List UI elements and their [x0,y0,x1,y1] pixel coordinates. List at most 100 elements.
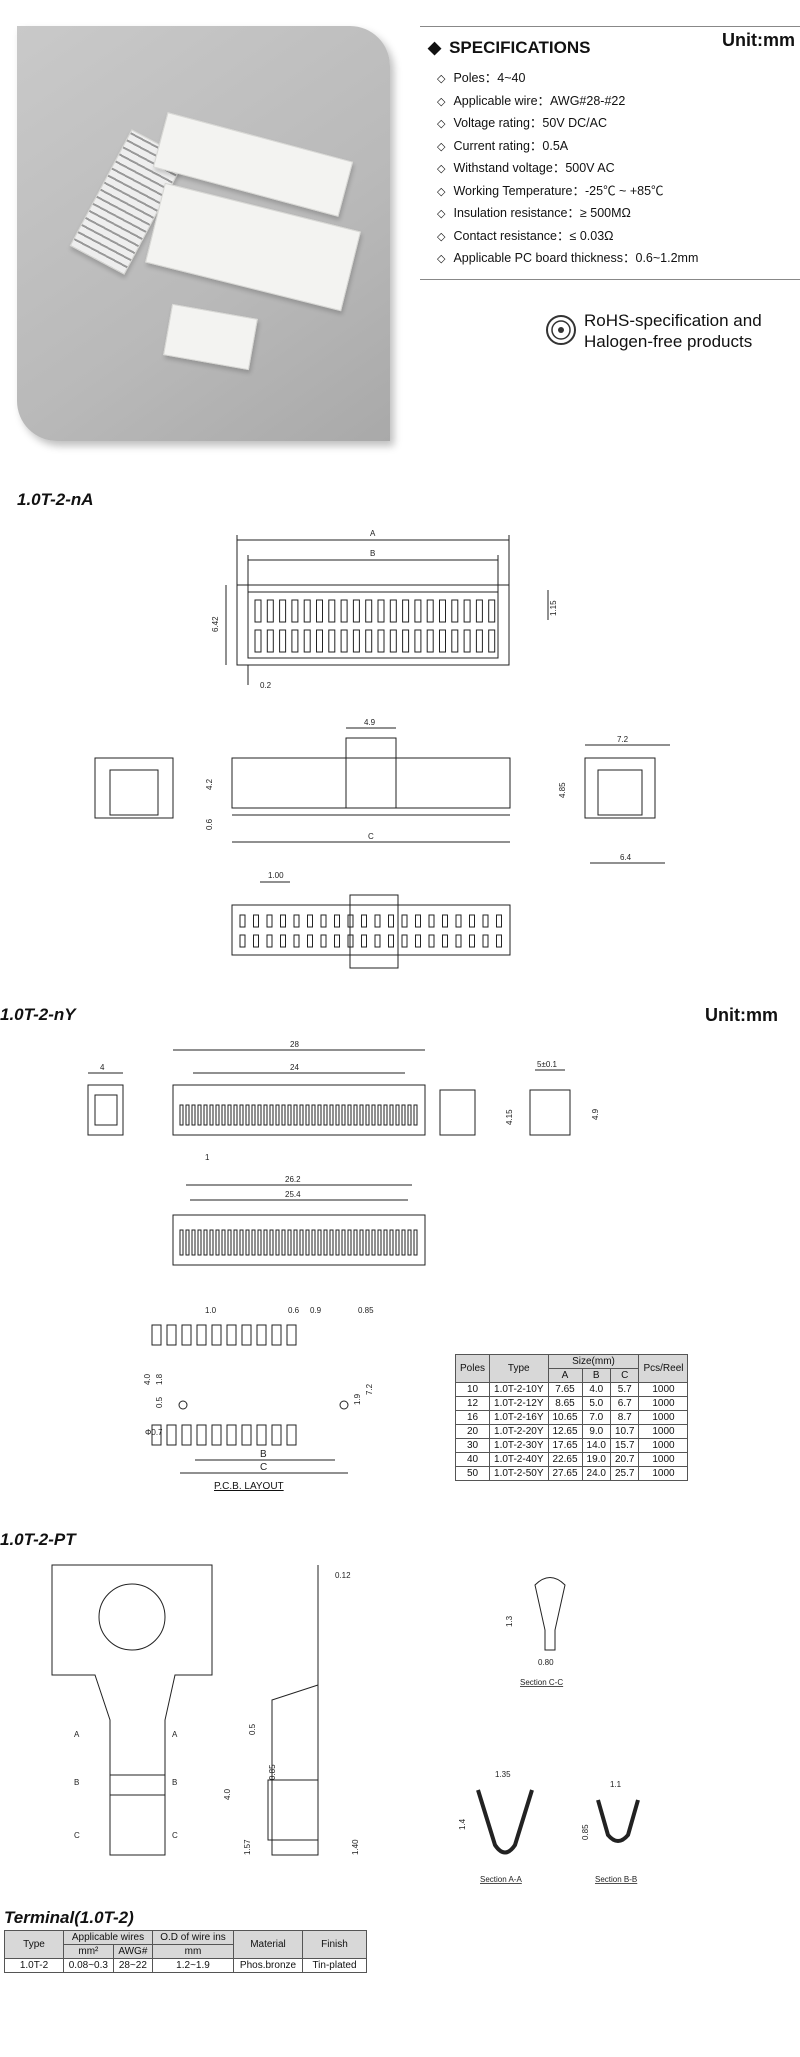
pin [451,599,459,623]
pin [215,1104,220,1126]
pcb-dim-dia: Φ0.7 [145,1428,163,1437]
pin [245,1104,250,1126]
pin [347,914,354,928]
pin [269,1229,274,1256]
drawing-na: A B 6.42 1.15 0.2 4.9 4.2 0.6 C 7.2 4.85… [94,529,670,969]
dim-254: 25.4 [285,1190,301,1199]
table-cell: 17.65 [547,1438,583,1453]
table-cell: 40 [454,1452,491,1467]
terminal-table: Type Applicable wires O.D of wire ins Ma… [4,1930,367,1973]
pin [257,1229,262,1256]
table-cell: 1000 [638,1396,689,1411]
table-cell: 22.65 [547,1452,583,1467]
pin [227,1229,232,1256]
pin [197,1229,202,1256]
table-cell: 9.0 [581,1424,612,1439]
pin [271,1324,282,1346]
connector-small [163,303,258,371]
pin [293,914,300,928]
cell: 28~22 [112,1958,154,1973]
pin [196,1424,207,1446]
pin [401,934,408,948]
pin [377,1229,382,1256]
pin [211,1424,222,1446]
pin [371,1229,376,1256]
pin [334,914,340,928]
pin [275,1104,280,1126]
dim-02: 0.2 [260,681,272,690]
pcb-dim-19: 1.9 [353,1393,362,1405]
table-cell: 1000 [638,1424,689,1439]
drawing-pt: A B C A B C 0.12 0.5 4.0 0.85 1.57 1.40 … [51,1564,640,1884]
section-title-na: 1.0T-2-nA [17,490,94,509]
dim-115: 1.15 [549,600,558,616]
pt-b2: B [172,1778,177,1787]
dim-42: 4.2 [205,778,214,790]
dim-100: 1.00 [268,871,284,880]
pin [241,1424,252,1446]
pt-085b: 0.85 [581,1824,590,1840]
pcb-dim-b: B [260,1449,267,1460]
drawing-ny: 4 28 24 1 5±0.1 4.15 4.9 26.2 25.4 [87,1040,600,1266]
pin [347,1229,352,1256]
pin [340,629,348,653]
table-cell: 20 [454,1424,491,1439]
cell: 1.2~1.9 [152,1958,234,1973]
pin [293,1104,298,1126]
th-term-mm: mm [152,1944,234,1959]
table-cell: 14.0 [581,1438,612,1453]
th-pcs: Pcs/Reel [638,1354,689,1383]
pin [395,1229,400,1256]
dim-415: 4.15 [505,1109,514,1125]
table-cell: 1000 [638,1382,689,1397]
spec-item: Voltage rating：50V DC/AC [437,113,698,136]
table-cell: 1000 [638,1452,689,1467]
pin [293,934,300,948]
pin [475,599,483,623]
pin [317,1229,322,1256]
pin [389,629,397,653]
pin [254,629,262,653]
dim-49: 4.9 [364,718,376,727]
table-cell: 6.7 [609,1396,640,1411]
pin [365,629,373,653]
pin [245,1229,250,1256]
pin [442,914,448,928]
pin [311,1229,316,1256]
pt-135: 1.35 [495,1770,511,1779]
spec-item: Current rating：0.5A [437,136,698,159]
table-cell: 16 [454,1410,491,1425]
pt-13: 1.3 [505,1615,514,1627]
pin [233,1104,238,1126]
spec-item: Applicable PC board thickness：0.6~1.2mm [437,248,698,271]
pin [280,934,286,948]
pin [361,934,367,948]
dim-1: 1 [205,1153,210,1162]
pin [426,629,434,653]
pcb-dim-72: 7.2 [365,1383,374,1395]
table-cell: 1.0T-2-40Y [489,1452,549,1467]
pin [359,1104,364,1126]
pin [389,1104,394,1126]
pin [361,914,367,928]
pin [271,1424,282,1446]
pin [263,1104,268,1126]
dim-72: 7.2 [617,735,629,744]
pin [407,1229,412,1256]
dim-642: 6.42 [211,616,220,632]
pin [482,934,489,948]
pin [239,1229,244,1256]
pin [305,1229,310,1256]
pin [215,1229,220,1256]
pin [221,1104,226,1126]
pcb-dim-05: 0.5 [155,1396,164,1408]
table-cell: 8.65 [547,1396,583,1411]
pin [323,1229,328,1256]
spec-item: Applicable wire：AWG#28-#22 [437,91,698,114]
pin [233,1229,238,1256]
specifications-box [420,26,800,280]
dim-485: 4.85 [558,782,567,798]
pin [251,1229,256,1256]
